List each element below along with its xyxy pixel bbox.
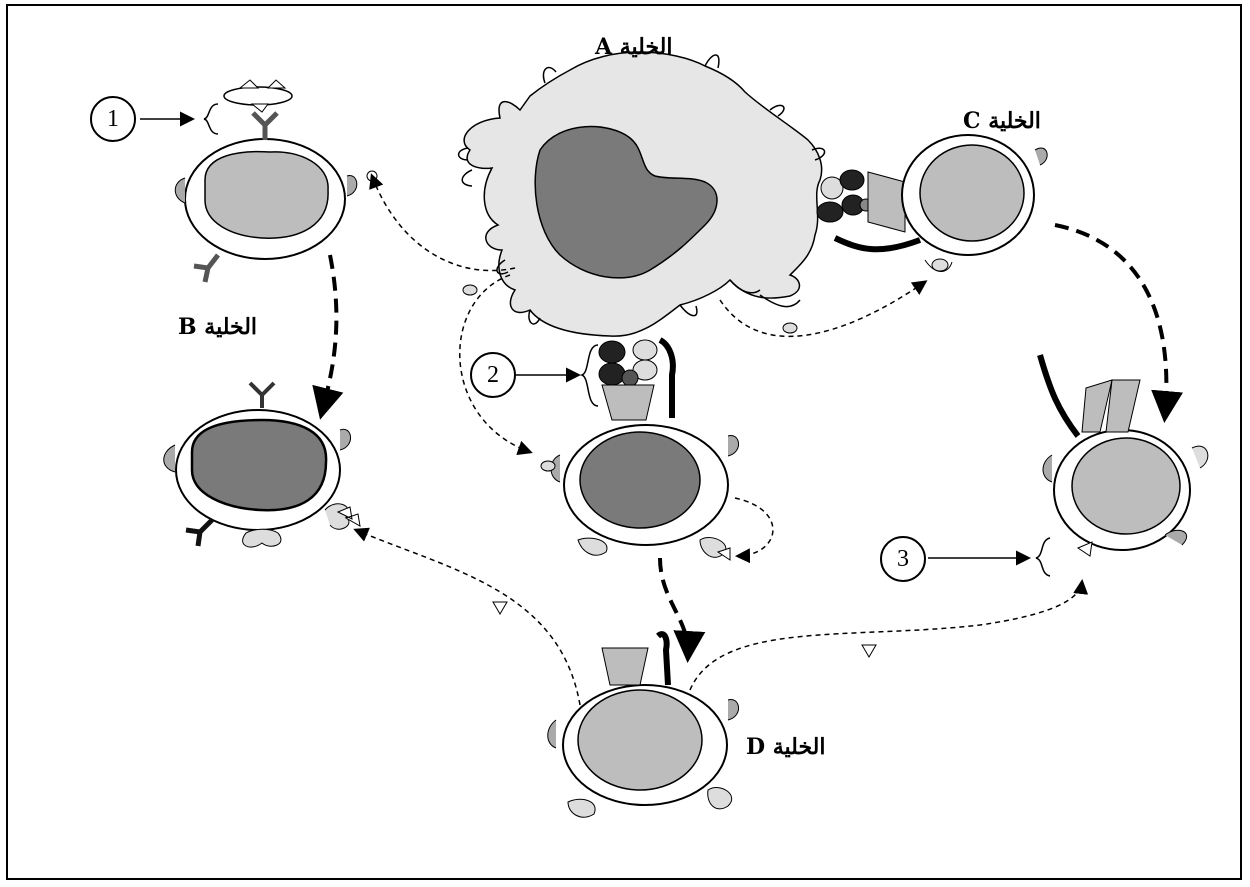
marker-2: 2: [470, 352, 516, 398]
cell-b-top: [175, 80, 377, 282]
cell-a-label: الخلية A: [595, 34, 672, 60]
cell-b-word: الخلية: [204, 314, 257, 340]
cell-b-bottom: [164, 383, 360, 547]
cell-a: [459, 52, 825, 336]
cell-c: [902, 135, 1047, 272]
cell-d-letter: D: [746, 734, 765, 760]
cell-d-word: الخلية: [773, 734, 826, 760]
cell-d: [548, 634, 739, 817]
cell-helper-t: [541, 425, 739, 560]
cell-b-label: الخلية B: [178, 314, 257, 340]
cell-a-word: الخلية: [620, 34, 673, 60]
cell-c-letter: C: [963, 108, 981, 134]
cell-cytotoxic: [1040, 355, 1208, 556]
marker-1: 1: [90, 96, 136, 142]
cell-a-letter: A: [595, 34, 612, 60]
marker-3: 3: [880, 536, 926, 582]
cell-c-word: الخلية: [988, 108, 1041, 134]
cell-d-label: الخلية D: [746, 734, 825, 760]
cell-b-letter: B: [178, 314, 197, 340]
mhc-complex-a-bottom: [599, 340, 673, 420]
cell-c-label: الخلية C: [963, 108, 1041, 134]
